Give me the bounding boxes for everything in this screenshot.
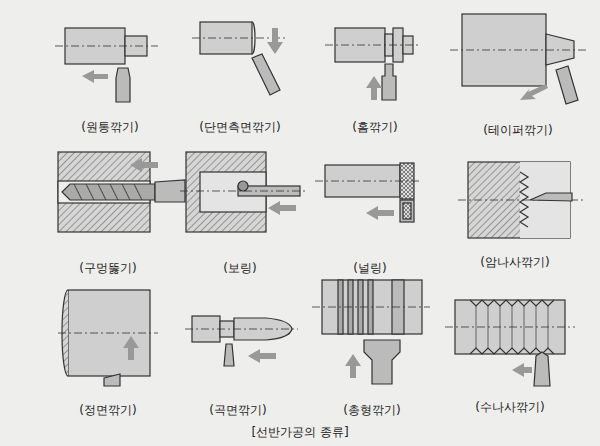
turning-figure (55, 46, 158, 47)
contour-turning-figure (224, 344, 234, 366)
face-turning-figure (58, 290, 158, 386)
knurling-figure (315, 181, 420, 182)
turning-figure (116, 68, 130, 102)
drilling-figure (58, 152, 185, 232)
grooving-figure (382, 64, 396, 100)
form-turning-figure (312, 307, 430, 308)
taper-figure (450, 14, 588, 104)
facing-figure (252, 54, 280, 95)
contour-turning-figure (185, 329, 298, 330)
operation-label: (수나사깎기) (475, 400, 544, 414)
lathe-illustrations (55, 14, 588, 386)
taper-figure (520, 84, 548, 100)
grooving-figure (366, 76, 382, 100)
operation-label: (널링) (353, 261, 386, 275)
drilling-figure (74, 184, 142, 200)
turning-figure (82, 70, 108, 83)
internal-thread-figure (458, 162, 585, 238)
operation-label: (원통깎기) (81, 120, 138, 134)
taper-figure (556, 66, 578, 104)
facing-figure (267, 28, 283, 54)
boring-figure (268, 201, 296, 215)
operation-label: (암나사깎기) (480, 255, 549, 269)
facing-figure (192, 22, 285, 95)
drilling-figure (62, 184, 155, 200)
operation-label: (홈깎기) (352, 120, 397, 134)
operation-label: (테이퍼깎기) (483, 123, 552, 137)
face-turning-figure (58, 333, 158, 334)
facing-figure (192, 38, 285, 39)
drilling-figure (130, 158, 158, 172)
boring-figure (238, 181, 248, 191)
form-turning-figure (364, 340, 400, 384)
operation-label: (단면측면깎기) (199, 120, 280, 134)
operation-label: (총형깎기) (343, 403, 400, 417)
contour-turning-figure (185, 316, 298, 366)
face-turning-figure (104, 374, 120, 386)
contour-turning-figure (248, 349, 276, 363)
taper-figure (546, 34, 574, 65)
form-turning-figure (345, 354, 361, 378)
external-thread-figure (445, 300, 575, 386)
external-thread-figure (445, 327, 575, 328)
boring-figure (180, 152, 305, 232)
operation-label: (정면깎기) (79, 403, 136, 417)
knurling-figure (403, 203, 411, 219)
operation-label: (보링) (223, 261, 256, 275)
figure-caption: [선반가공의 종류] (251, 425, 348, 439)
operation-label: (곡면깎기) (209, 403, 266, 417)
operation-label: (구멍뚫기) (79, 261, 136, 275)
taper-figure (450, 50, 588, 51)
grooving-figure (325, 28, 420, 100)
external-thread-figure (512, 363, 532, 377)
internal-thread-figure (530, 193, 572, 201)
knurling-figure (400, 200, 414, 222)
knurling-figure (315, 163, 420, 222)
boring-figure (180, 191, 305, 192)
grooving-figure (325, 45, 420, 46)
turning-figure (55, 28, 158, 102)
face-turning-figure (123, 336, 139, 360)
knurling-figure (366, 206, 394, 220)
external-thread-figure (534, 352, 550, 386)
internal-thread-figure (520, 172, 528, 227)
form-turning-figure (312, 280, 430, 384)
